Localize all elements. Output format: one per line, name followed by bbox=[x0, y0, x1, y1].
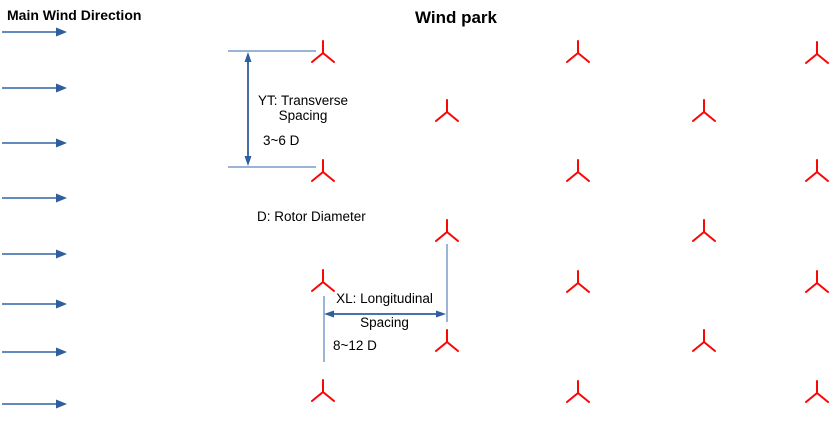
wind-turbine-icon bbox=[805, 41, 829, 64]
wind-turbine-icon bbox=[435, 99, 459, 122]
wind-direction-arrow-head-icon bbox=[56, 299, 67, 309]
wind-direction-arrow-head-icon bbox=[56, 193, 67, 203]
wind-turbine-icon bbox=[692, 329, 716, 352]
wind-turbine-icon bbox=[566, 40, 590, 63]
wind-turbine-icon bbox=[566, 380, 590, 403]
yt-arrow-down-head-icon bbox=[244, 156, 252, 166]
wind-turbine-icon bbox=[805, 270, 829, 293]
wind-turbine-icon bbox=[805, 380, 829, 403]
wind-turbine-icon bbox=[692, 99, 716, 122]
yt-transverse-spacing-label: YT: Transverse Spacing bbox=[248, 93, 358, 123]
xl-arrow-left-head-icon bbox=[324, 310, 334, 318]
wind-turbine-icon bbox=[311, 269, 335, 292]
yt-label-line1: YT: Transverse bbox=[257, 93, 349, 108]
xl-arrow-right-head-icon bbox=[436, 310, 446, 318]
wind-turbine-icon bbox=[805, 159, 829, 182]
diagram-title: Wind park bbox=[414, 8, 498, 27]
xl-range-label: 8~12 D bbox=[333, 338, 377, 353]
wind-turbine-icon bbox=[435, 219, 459, 242]
wind-direction-arrow-head-icon bbox=[56, 347, 67, 357]
wind-direction-arrow-head-icon bbox=[56, 249, 67, 259]
rotor-diameter-label: D: Rotor Diameter bbox=[257, 209, 366, 224]
wind-turbine-icon bbox=[692, 219, 716, 242]
yt-arrow-up-head-icon bbox=[244, 52, 252, 62]
yt-range-label: 3~6 D bbox=[263, 133, 300, 148]
yt-label-line2: Spacing bbox=[278, 108, 328, 123]
wind-direction-arrow-head-icon bbox=[56, 83, 67, 93]
wind-turbine-icon bbox=[566, 159, 590, 182]
wind-turbine-icon bbox=[311, 159, 335, 182]
wind-turbine-icon bbox=[566, 270, 590, 293]
xl-longitudinal-label-line1: XL: Longitudinal bbox=[336, 291, 433, 306]
wind-turbine-icon bbox=[435, 329, 459, 352]
wind-direction-arrow-head-icon bbox=[56, 138, 67, 148]
wind-direction-arrow-head-icon bbox=[56, 399, 67, 409]
wind-direction-arrow-head-icon bbox=[56, 27, 67, 37]
wind-turbine-icon bbox=[311, 379, 335, 402]
xl-longitudinal-label-line2: Spacing bbox=[360, 315, 409, 330]
main-wind-direction-label: Main Wind Direction bbox=[7, 7, 142, 23]
wind-turbine-icon bbox=[311, 40, 335, 63]
